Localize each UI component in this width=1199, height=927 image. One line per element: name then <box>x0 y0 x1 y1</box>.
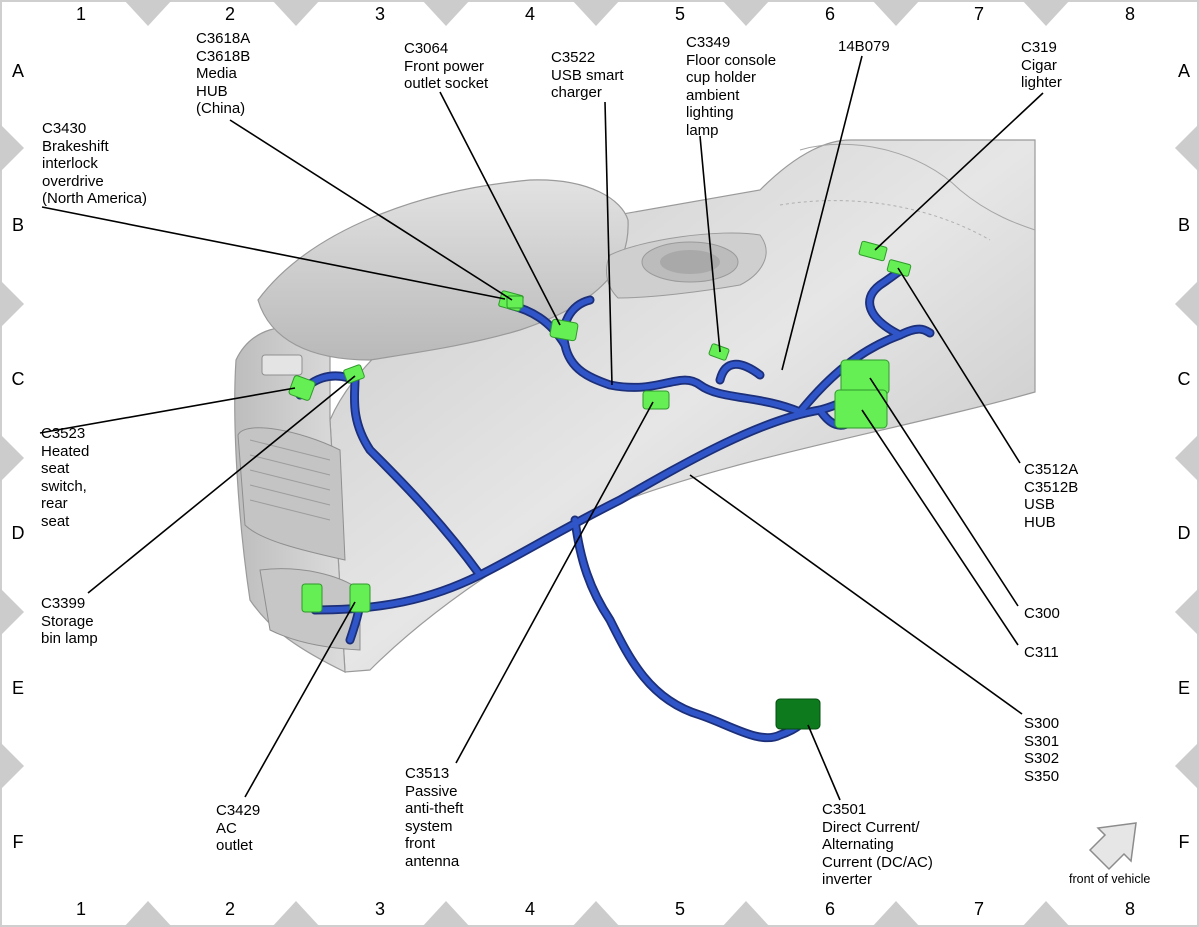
grid-row-b-left: B <box>11 215 24 235</box>
grid-col-8-top: 8 <box>1124 4 1135 24</box>
grid-row-c-left: C <box>11 369 25 389</box>
label-c3430: C3430 Brakeshift interlock overdrive (No… <box>42 120 148 207</box>
grid-row-e-left: E <box>11 678 24 698</box>
label-c300: C300 <box>1024 605 1060 622</box>
label-c3512: C3512A C3512B USB HUB <box>1024 461 1079 531</box>
label-c3501: C3501 Direct Current/ Alternating Curren… <box>822 801 933 888</box>
grid-col-5-top: 5 <box>674 4 685 24</box>
label-c3349: C3349 Floor console cup holder ambient l… <box>686 34 777 139</box>
grid-col-1-top: 1 <box>75 4 86 24</box>
label-c319: C319 Cigar lighter <box>1021 39 1062 91</box>
grid-row-a-right: A <box>1177 61 1190 81</box>
grid-col-8-bottom: 8 <box>1124 899 1135 919</box>
grid-row-e-right: E <box>1177 678 1190 698</box>
connector-c300 <box>840 359 890 395</box>
connector-c3399 <box>343 364 365 384</box>
label-c3522: C3522 USB smart charger <box>551 49 624 101</box>
grid-col-2-top: 2 <box>224 4 235 24</box>
leader-lines <box>39 55 1044 801</box>
connector-c3501 <box>775 698 821 730</box>
front-of-vehicle-label: front of vehicle <box>1069 872 1151 886</box>
connector-c3513 <box>642 390 670 410</box>
grid-col-5-bottom: 5 <box>674 899 685 919</box>
connector-c3429 <box>301 583 323 613</box>
grid-col-3-bottom: 3 <box>374 899 385 919</box>
connector-c3523 <box>288 375 316 401</box>
label-c3429: C3429 AC outlet <box>216 802 261 854</box>
grid-col-2-bottom: 2 <box>224 899 235 919</box>
arrow-up-right-icon <box>1088 822 1137 871</box>
connector-c311 <box>834 389 888 429</box>
label-s300: S300 S301 S302 S350 <box>1024 715 1060 785</box>
grid-row-f-left: F <box>12 832 24 852</box>
connectors <box>288 240 912 613</box>
grid-row-d-left: D <box>11 523 25 543</box>
grid-row-c-right: C <box>1177 369 1191 389</box>
grid-col-3-top: 3 <box>374 4 385 24</box>
label-c3064: C3064 Front power outlet socket <box>404 40 489 92</box>
label-c3523: C3523 Heated seat switch, rear seat <box>41 425 90 530</box>
label-c3513: C3513 Passive anti-theft system front an… <box>405 765 464 870</box>
label-14b079: 14B079 <box>838 38 890 55</box>
grid-row-b-right: B <box>1177 215 1190 235</box>
label-c3399: C3399 Storage bin lamp <box>41 595 98 647</box>
grid-col-4-top: 4 <box>524 4 535 24</box>
grid-row-f-right: F <box>1178 832 1190 852</box>
grid-row-d-right: D <box>1177 523 1191 543</box>
grid-row-a-left: A <box>11 61 24 81</box>
connector-c3349 <box>708 343 730 361</box>
grid-col-4-bottom: 4 <box>524 899 535 919</box>
label-c311: C311 <box>1024 644 1059 661</box>
connector-c3512 <box>886 259 912 277</box>
grid-col-6-bottom: 6 <box>824 899 835 919</box>
connector-c3429-b <box>349 583 371 613</box>
label-c3618: C3618A C3618B Media HUB (China) <box>196 30 251 117</box>
grid-col-7-bottom: 7 <box>973 899 984 919</box>
grid-col-6-top: 6 <box>824 4 835 24</box>
center-console <box>234 139 1036 673</box>
connector-c3064 <box>549 318 579 342</box>
grid-col-1-bottom: 1 <box>75 899 86 919</box>
grid-col-7-top: 7 <box>973 4 984 24</box>
